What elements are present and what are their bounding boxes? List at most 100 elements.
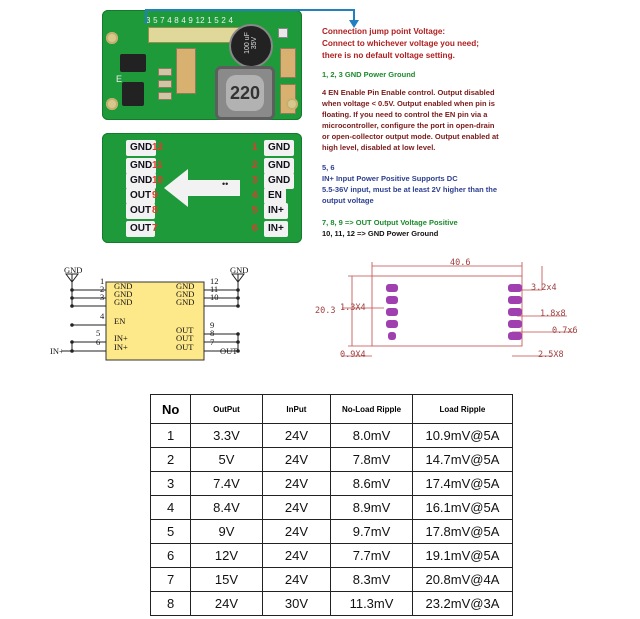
pin-schematic — [62, 273, 245, 361]
smd-capacitor — [176, 48, 196, 94]
table-cell: 7.8mV — [330, 447, 413, 472]
pad-label: EN — [264, 188, 286, 204]
side-letter: E — [116, 74, 123, 84]
schematic-pin-number: 6 — [96, 337, 101, 347]
pin-number: 2 — [252, 160, 258, 171]
table-cell: 8.0mV — [330, 423, 413, 448]
dim-right-low: 0.7x6 — [552, 326, 578, 336]
dim-right-bottom: 2.5X8 — [538, 350, 564, 360]
smd-resistor — [158, 80, 172, 88]
smd-resistor — [158, 92, 172, 100]
table-cell: 24V — [261, 543, 332, 568]
schematic-pin-number: 4 — [100, 311, 105, 321]
jump-line-3: there is no default voltage setting. — [322, 51, 455, 60]
column-header: InPut — [261, 394, 332, 424]
dim-right-top: 3.2x4 — [531, 283, 557, 293]
pin-number: 9 — [152, 190, 158, 201]
en-line: 4 EN Enable Pin Enable control. Output d… — [322, 88, 495, 97]
en-line: when voltage < 0.5V. Output enabled when… — [322, 99, 495, 108]
led-indicator — [278, 28, 288, 38]
table-cell: 8.4V — [190, 495, 263, 520]
pin-number: 3 — [252, 175, 258, 186]
schematic-pin-number: 5 — [96, 328, 101, 338]
schematic-pin-number: 2 — [100, 284, 105, 294]
table-cell: 7 — [149, 567, 192, 592]
table-cell: 8.6mV — [330, 471, 413, 496]
schematic-pin-number: 7 — [210, 337, 215, 347]
schematic-pin-label: IN+ — [114, 342, 128, 352]
in-line: output voltage — [322, 196, 374, 205]
column-header: No-Load Ripple — [330, 394, 413, 424]
table-cell: 12V — [190, 543, 263, 568]
pin-number: 6 — [252, 223, 258, 234]
schematic-pin-label: OUT — [176, 333, 194, 343]
pad-label: OUT — [126, 188, 156, 204]
table-cell: 24V — [261, 495, 332, 520]
jump-title: Connection jump point Voltage: — [322, 27, 446, 36]
schematic-out-label: OUT — [220, 346, 238, 356]
gnd-note: 1, 2, 3 GND Power Ground — [322, 70, 416, 79]
table-cell: 5 — [149, 519, 192, 544]
in-pins: 5, 6 — [322, 163, 335, 172]
table-cell: 8.3mV — [330, 567, 413, 592]
pad-label: GND — [264, 158, 295, 174]
power-inductor: 220 — [215, 66, 275, 120]
pin-number: 7 — [152, 223, 158, 234]
table-cell: 24V — [261, 567, 332, 592]
table-cell: 14.7mV@5A — [411, 447, 514, 472]
schematic-pin-label: IN+ — [114, 333, 128, 343]
schematic-pin-label: OUT — [176, 325, 194, 335]
table-cell: 10.9mV@5A — [411, 423, 514, 448]
pad-label: GND — [126, 140, 157, 156]
schematic-pin-label: GND — [114, 281, 133, 291]
table-cell: 8 — [149, 591, 192, 616]
pin-hole — [106, 32, 118, 44]
schematic-pin-number: 10 — [210, 292, 219, 302]
table-cell: 17.8mV@5A — [411, 519, 514, 544]
pin-number: 5 — [252, 205, 258, 216]
smd-resistor — [158, 68, 172, 76]
schematic-pin-label: GND — [176, 297, 195, 307]
dim-pad-gap: 0.9X4 — [340, 350, 366, 360]
smd-capacitor — [280, 48, 296, 78]
schematic-pin-number: 1 — [100, 276, 105, 286]
arrow-left-icon — [164, 169, 240, 207]
column-header: No — [149, 394, 192, 424]
table-cell: 3 — [149, 471, 192, 496]
pin-number: 1 — [252, 142, 258, 153]
table-cell: 24V — [261, 471, 332, 496]
pad-label: OUT — [126, 221, 156, 237]
table-cell: 19.1mV@5A — [411, 543, 514, 568]
gnd2-note: 10, 11, 12 => GND Power Ground — [322, 229, 439, 238]
table-cell: 8.9mV — [330, 495, 413, 520]
table-cell: 20.8mV@4A — [411, 567, 514, 592]
en-line: microcontroller, configure the port in o… — [322, 121, 495, 130]
table-cell: 23.2mV@3A — [411, 591, 514, 616]
table-cell: 7.7mV — [330, 543, 413, 568]
pad-label: GND — [264, 173, 295, 189]
pad-label: IN+ — [264, 221, 288, 237]
table-cell: 2 — [149, 447, 192, 472]
regulator-ic — [120, 54, 146, 72]
table-cell: 30V — [261, 591, 332, 616]
pin-hole — [286, 98, 298, 110]
table-cell: 6 — [149, 543, 192, 568]
pin-number: 11 — [152, 160, 163, 171]
schematic-pin-number: 9 — [210, 320, 215, 330]
pad-label: GND — [264, 140, 295, 156]
pad-label: OUT — [126, 203, 156, 219]
table-cell: 7.4V — [190, 471, 263, 496]
dim-width: 40.6 — [450, 258, 471, 268]
table-cell: 3.3V — [190, 423, 263, 448]
column-header: Load Ripple — [411, 394, 514, 424]
table-cell: 1 — [149, 423, 192, 448]
